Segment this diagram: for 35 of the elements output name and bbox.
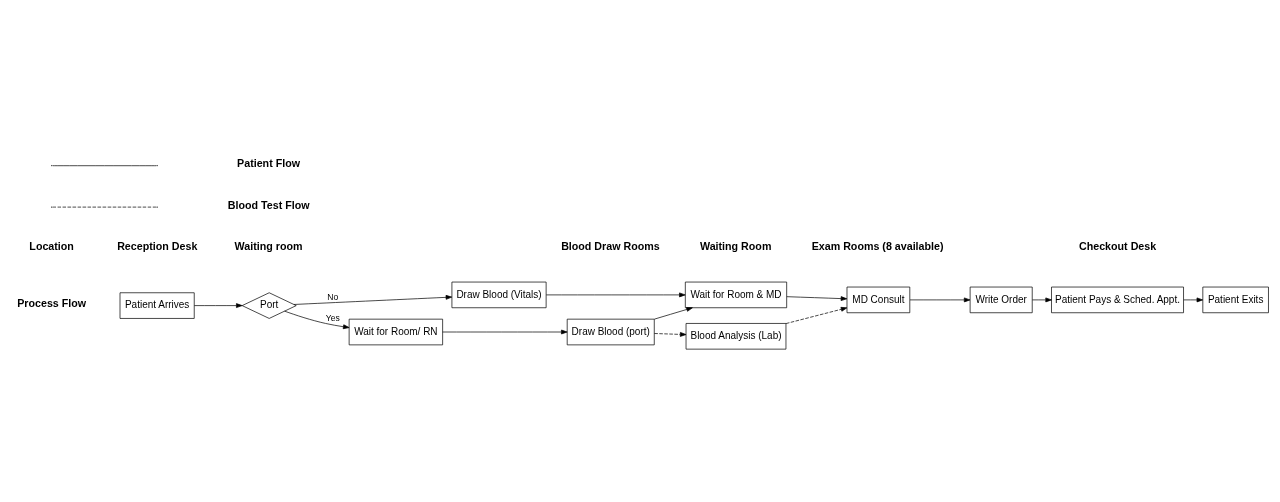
label: Exam Rooms (8 available)	[811, 240, 944, 253]
node-box: Patient Exits	[1202, 286, 1269, 314]
node-box: MD Consult	[846, 286, 911, 314]
legend-label: Blood Test Flow	[227, 198, 310, 211]
arrow	[909, 297, 971, 303]
node-box: Patient Arrives	[119, 292, 195, 319]
label: Location	[29, 240, 74, 253]
label: Process Flow	[17, 297, 87, 310]
arrow	[654, 307, 693, 320]
edge-label: No	[327, 291, 339, 302]
arrow	[442, 329, 568, 335]
arrow	[1032, 297, 1052, 303]
node-box: Wait for Room/ RN	[348, 318, 443, 346]
node-box: Patient Pays & Sched. Appt.	[1051, 286, 1184, 314]
arrow	[284, 310, 350, 330]
label: Waiting Room	[699, 240, 772, 253]
label: Checkout Desk	[1078, 240, 1157, 253]
arrow	[545, 292, 686, 298]
node-box: Blood Analysis (Lab)	[685, 323, 787, 350]
node-box: Draw Blood (Vitals)	[451, 281, 547, 309]
arrow	[785, 307, 848, 324]
node-box: Draw Blood (port)	[566, 318, 655, 346]
arrow	[194, 303, 243, 308]
arrow	[293, 295, 453, 305]
node-box: Write Order	[969, 286, 1033, 314]
arrow	[786, 296, 848, 301]
node-box: Wait for Room & MD	[684, 281, 788, 309]
arrow	[654, 332, 687, 337]
node-diamond: Port	[241, 292, 297, 319]
edge-label: Yes	[325, 313, 340, 324]
label: Reception Desk	[117, 240, 198, 253]
label: Blood Draw Rooms	[561, 240, 660, 253]
label: Waiting room	[234, 240, 303, 253]
arrow	[1183, 297, 1204, 303]
legend-label: Patient Flow	[237, 157, 301, 170]
